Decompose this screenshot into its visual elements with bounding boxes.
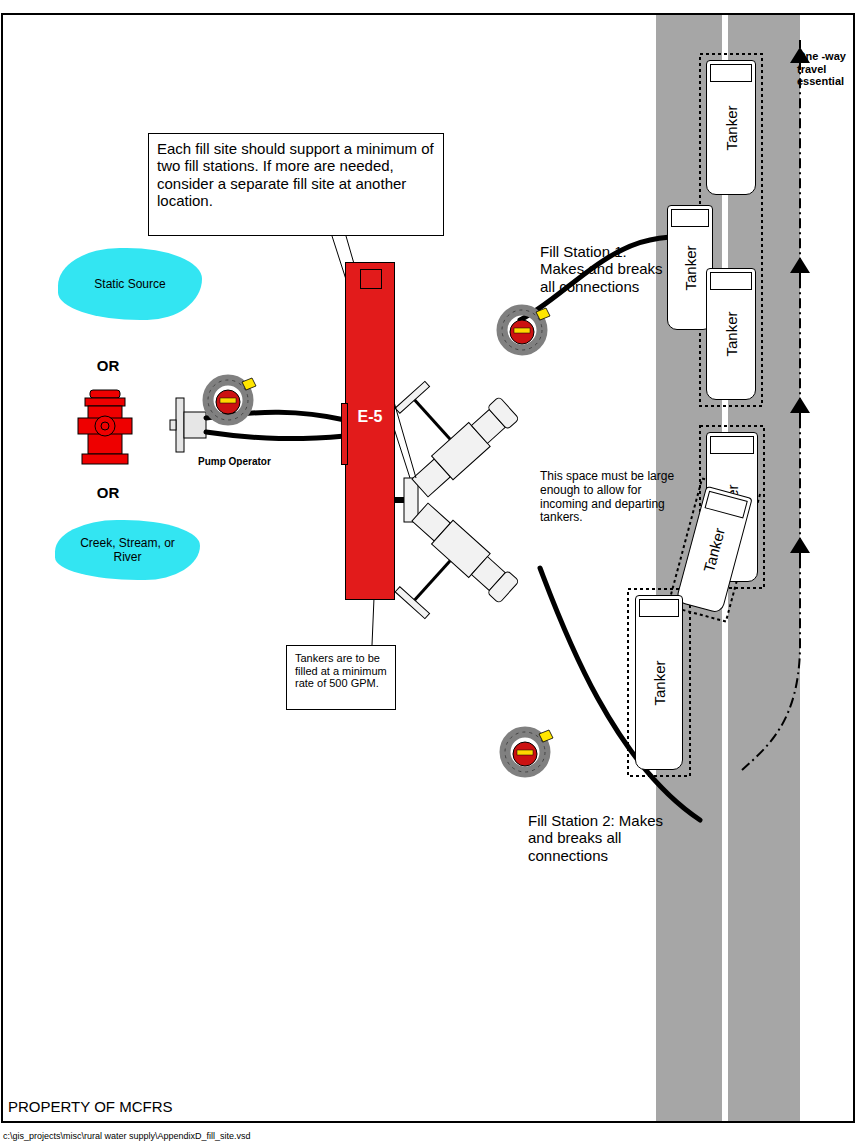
- node-text: Each fill site should support a minimum …: [157, 140, 435, 209]
- or-label: OR: [88, 484, 128, 501]
- tanker-cab: [671, 209, 709, 227]
- note-box: Tankers are to be filled at a minimum ra…: [286, 645, 396, 710]
- node-text: Tanker: [700, 526, 728, 574]
- station-label: Fill Station 1: Makes and breaks all con…: [540, 243, 675, 295]
- node-text: Static Source: [94, 277, 165, 291]
- tanker-cab: [639, 599, 679, 617]
- tanker-truck: Tanker: [706, 268, 756, 400]
- ownership-mark: PROPERTY OF MCFRS: [8, 1098, 308, 1115]
- tanker-cab: [710, 272, 752, 290]
- water-source: Creek, Stream, or River: [55, 520, 200, 580]
- cab-icon: [360, 269, 382, 289]
- water-source: Static Source: [58, 248, 202, 320]
- tanker-cab: [710, 436, 754, 454]
- node-text: Tanker: [651, 660, 668, 705]
- tanker-cab: [705, 491, 748, 519]
- travel-note: One -way travel essential: [797, 50, 855, 88]
- engine-pumper: E-5: [345, 262, 395, 600]
- or-label: OR: [88, 357, 128, 374]
- tanker-cab: [710, 64, 752, 82]
- station-label: Fill Station 2: Makes and breaks all con…: [528, 812, 668, 864]
- node-text: Creek, Stream, or River: [69, 536, 186, 564]
- node-text: Tanker: [723, 105, 740, 150]
- callout-box: Each fill site should support a minimum …: [148, 133, 444, 236]
- tanker-truck: Tanker: [635, 595, 683, 770]
- node-text: Tankers are to be filled at a minimum ra…: [295, 652, 387, 690]
- role-label: Pump Operator: [198, 456, 278, 468]
- node-text: Tanker: [682, 245, 699, 290]
- node-text: E-5: [346, 408, 394, 426]
- tanker-truck: Tanker: [706, 60, 756, 195]
- space-note: This space must be large enough to allow…: [540, 470, 692, 525]
- pump-panel: [341, 403, 348, 465]
- file-path: c:\gis_projects\misc\rural water supply\…: [3, 1131, 603, 1141]
- node-text: Tanker: [723, 311, 740, 356]
